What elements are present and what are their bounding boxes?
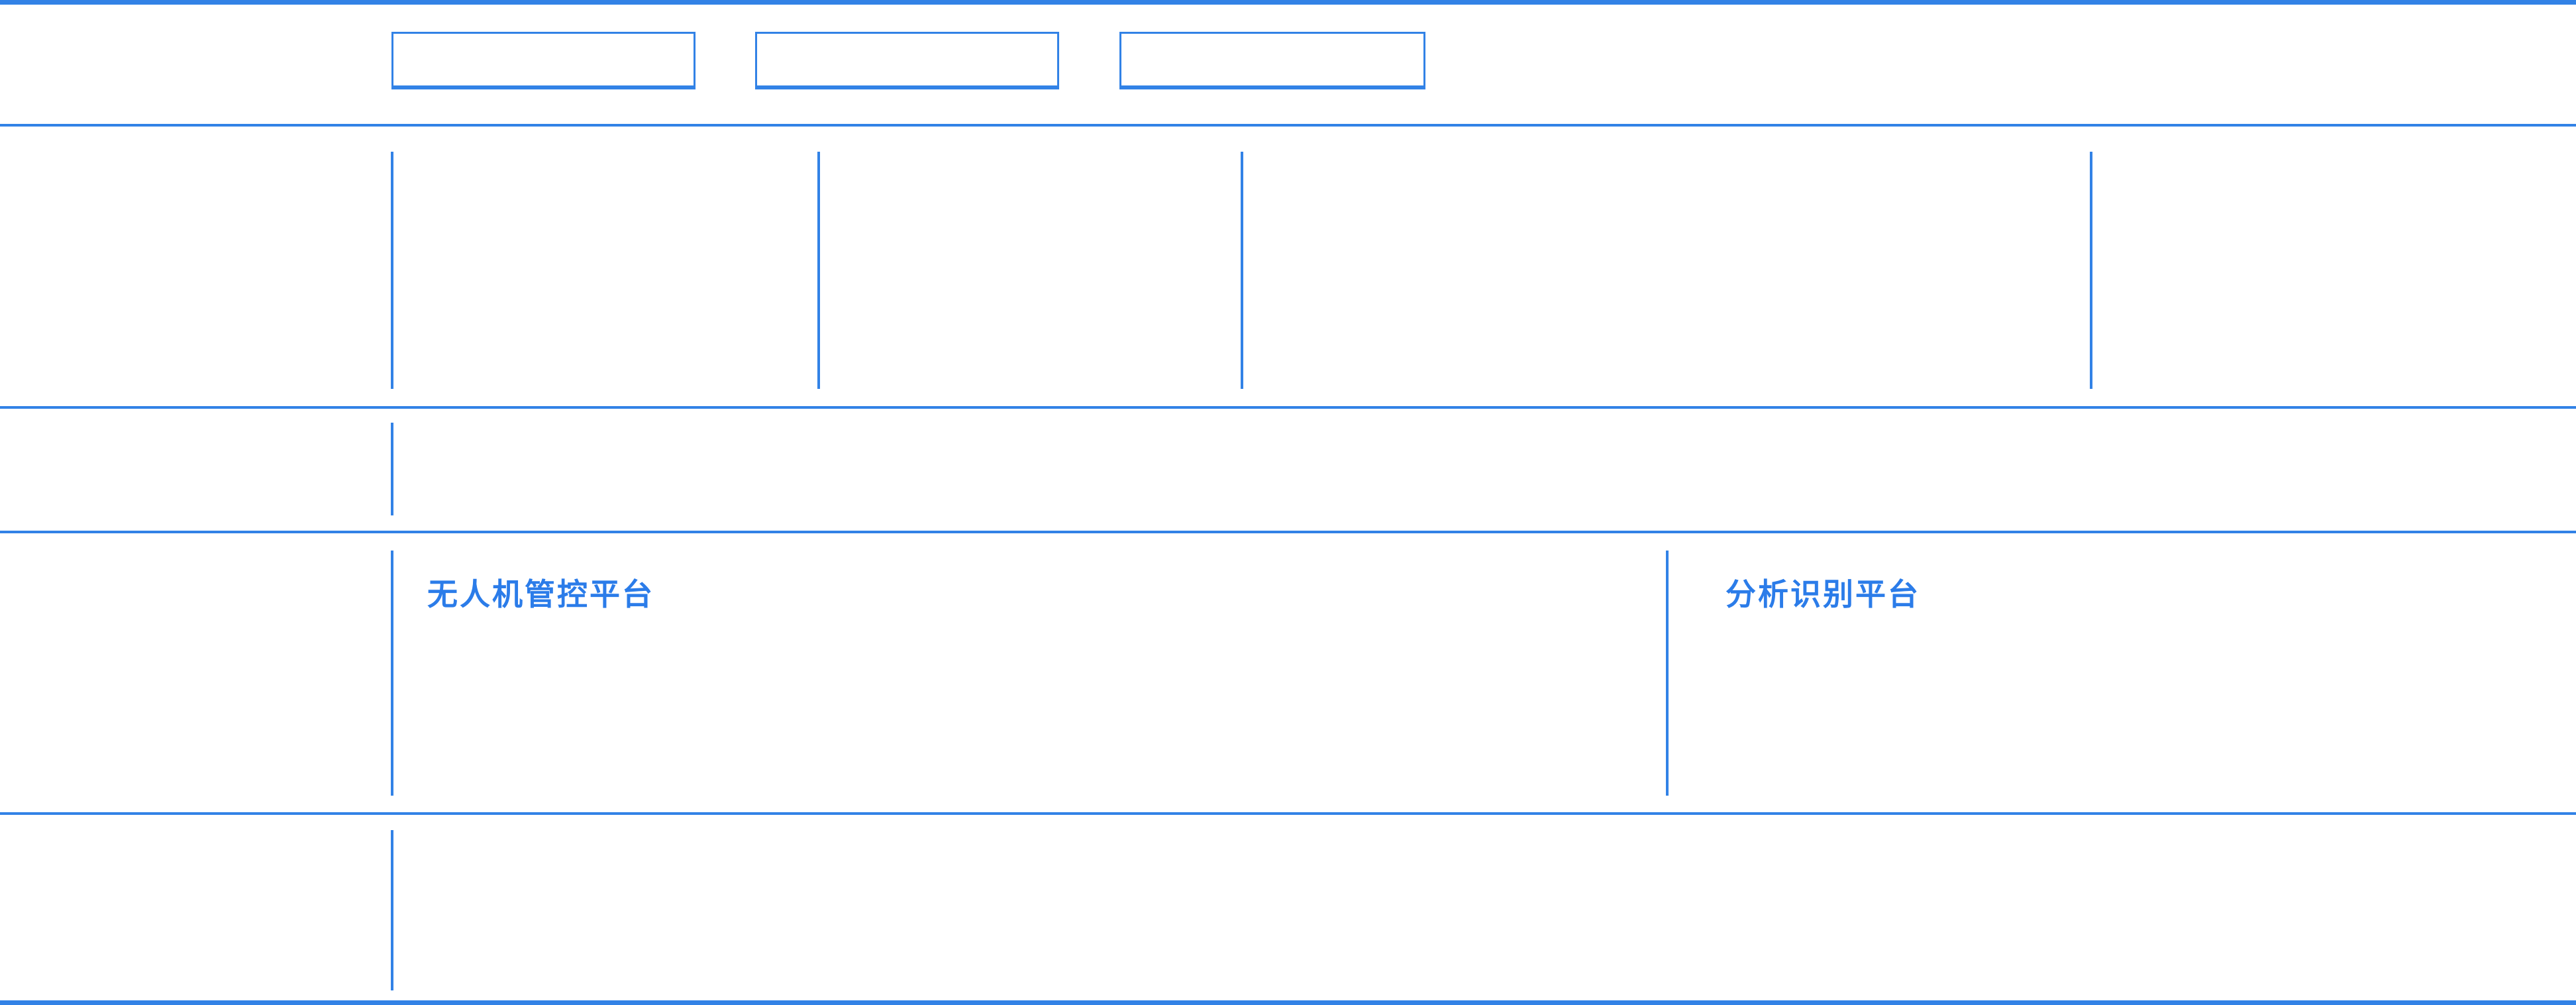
band2-column-divider-1 — [391, 423, 393, 515]
header-placeholder-box-3 — [1119, 32, 1425, 89]
header-placeholder-box-1 — [391, 32, 696, 89]
row-divider-2 — [0, 406, 2576, 409]
band3-column-divider-1 — [391, 551, 393, 796]
header-placeholder-box-2 — [755, 32, 1059, 89]
row-divider-4 — [0, 812, 2576, 815]
top-accent-bar — [0, 0, 2576, 5]
band4-column-divider-1 — [391, 830, 393, 990]
band3-column-divider-2 — [1666, 551, 1669, 796]
band1-column-divider-4 — [2090, 152, 2092, 389]
row-divider-1 — [0, 124, 2576, 127]
band1-column-divider-2 — [817, 152, 820, 389]
band1-column-divider-3 — [1241, 152, 1243, 389]
uav-platform-title: 无人机管控平台 — [427, 577, 654, 611]
analysis-platform-title: 分析识别平台 — [1726, 577, 1920, 611]
band1-column-divider-1 — [391, 152, 393, 389]
row-divider-3 — [0, 531, 2576, 533]
bottom-accent-bar — [0, 1000, 2576, 1005]
